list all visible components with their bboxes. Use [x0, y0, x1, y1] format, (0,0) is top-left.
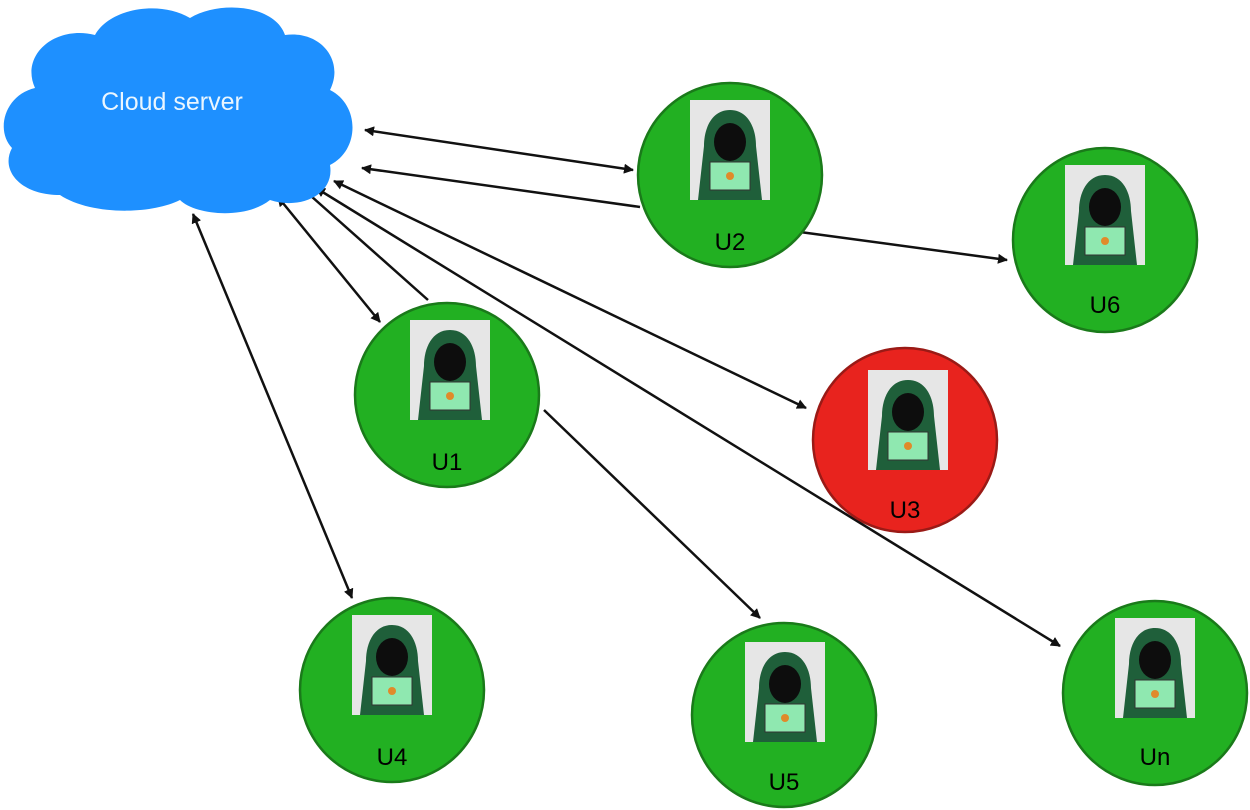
- user-node-u6: U6: [1011, 146, 1199, 334]
- edge-u1-to-u5: [543, 409, 761, 619]
- user-label: U2: [715, 229, 746, 256]
- user-node-u5: U5: [690, 621, 878, 809]
- edge-server-u2-bidirectional: [364, 126, 634, 174]
- hacker-avatar-icon: [360, 625, 424, 715]
- user-label: Un: [1140, 744, 1171, 771]
- edge-server-u4-bidirectional: [191, 213, 354, 599]
- edge-server-u1-bidirectional: [277, 196, 381, 323]
- edges: [191, 126, 1061, 648]
- hacker-avatar-icon: [876, 380, 940, 470]
- user-node-u4: U4: [298, 596, 486, 784]
- hacker-avatar-icon: [1123, 628, 1187, 718]
- hacker-avatar-icon: [753, 652, 817, 742]
- edge-u2-to-u6: [799, 230, 1008, 264]
- user-node-u3: U3: [811, 346, 999, 534]
- user-label: U6: [1090, 292, 1121, 319]
- user-node-u2: U2: [636, 81, 824, 269]
- user-label: U4: [377, 744, 408, 771]
- user-label: U5: [769, 769, 800, 796]
- hacker-avatar-icon: [1073, 175, 1137, 265]
- cloud-server: Cloud server: [3, 7, 353, 214]
- cloud-server-label: Cloud server: [101, 88, 243, 116]
- user-label: U1: [432, 449, 463, 476]
- user-node-un: Un: [1061, 599, 1249, 787]
- edge-server-un-bidirectional: [315, 186, 1061, 648]
- edge-u2-to-server: [361, 164, 641, 209]
- user-label: U3: [890, 497, 921, 524]
- hacker-avatar-icon: [698, 110, 762, 200]
- cloud-icon: [3, 7, 353, 214]
- hacker-avatar-icon: [418, 330, 482, 420]
- user-node-u1: U1: [353, 301, 541, 489]
